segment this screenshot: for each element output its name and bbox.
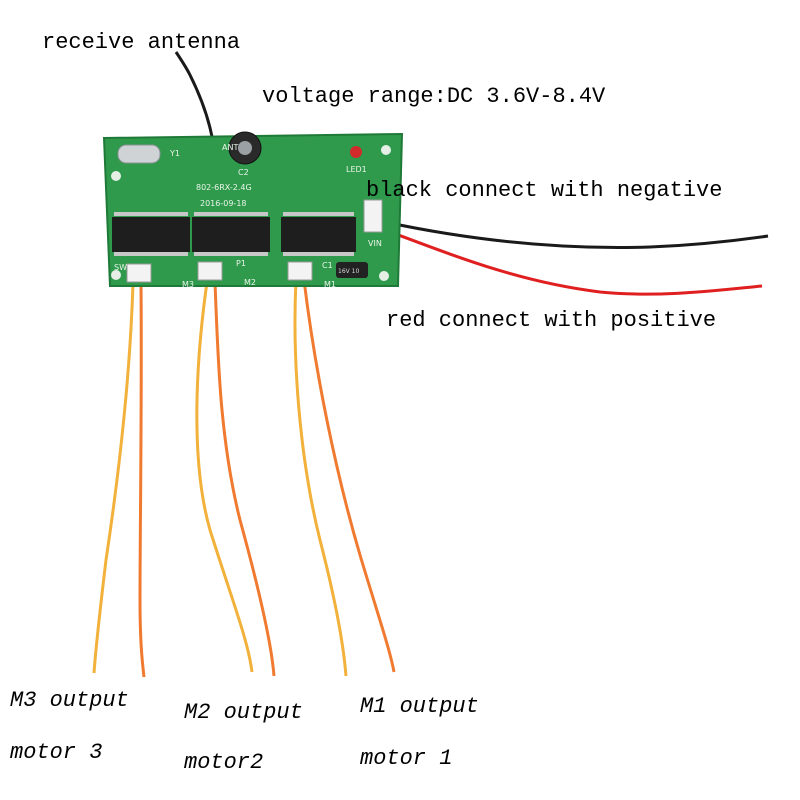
m3-wire-orange [138, 282, 146, 678]
connector-power [363, 199, 383, 233]
pcb-board: 802-6RX-2.4G 2016-09-18 ANT Y1 C2 LED1 M… [102, 131, 404, 289]
board-date-text: 2016-09-18 [200, 199, 247, 208]
ant-text: ANT [222, 143, 238, 152]
m3-output-label: M3 output [10, 688, 129, 713]
m3-motor-label: motor 3 [10, 740, 103, 765]
led1-text: LED1 [346, 165, 367, 174]
chip-1 [112, 217, 190, 252]
m1-silk-text: M1 [324, 280, 336, 289]
black-power-wire [384, 220, 769, 250]
crystal [117, 144, 161, 164]
c1-cap-text: 16V 10 [338, 268, 359, 275]
m1-wire-yellow [293, 279, 348, 677]
m2-wire-orange [213, 281, 276, 677]
m3-wire-yellow [92, 282, 135, 674]
board-model-text: 802-6RX-2.4G [196, 183, 252, 192]
chip-2 [192, 217, 270, 252]
black-wire-label: black connect with negative [366, 178, 723, 203]
c2-text: C2 [238, 168, 249, 177]
p1-silk-text: P1 [236, 259, 246, 268]
chip-3 [281, 217, 356, 252]
antenna-label: receive antenna [42, 30, 241, 55]
m1-wire-orange [302, 279, 396, 673]
connector-m3 [126, 263, 152, 283]
led [350, 146, 362, 158]
m3-silk-text: M3 [182, 280, 194, 289]
sw-silk-text: SW [114, 263, 127, 272]
c1-silk-text: C1 [322, 261, 333, 270]
m1-output-label: M1 output [360, 694, 479, 719]
voltage-label: voltage range:DC 3.6V-8.4V [262, 84, 606, 109]
m1-motor-label: motor 1 [360, 746, 453, 771]
m2-silk-text: M2 [244, 278, 256, 287]
capacitor-c1 [336, 262, 368, 278]
red-power-wire [384, 228, 763, 296]
connector-m1 [287, 261, 313, 281]
connector-m2 [197, 261, 223, 281]
antenna-wire [174, 51, 216, 149]
vin-silk-text: VIN [368, 239, 382, 248]
red-wire-label: red connect with positive [386, 308, 717, 333]
m2-wire-yellow [195, 281, 254, 673]
y1-text: Y1 [169, 149, 180, 158]
m2-output-label: M2 output [184, 700, 303, 725]
m2-motor-label: motor2 [184, 750, 264, 775]
